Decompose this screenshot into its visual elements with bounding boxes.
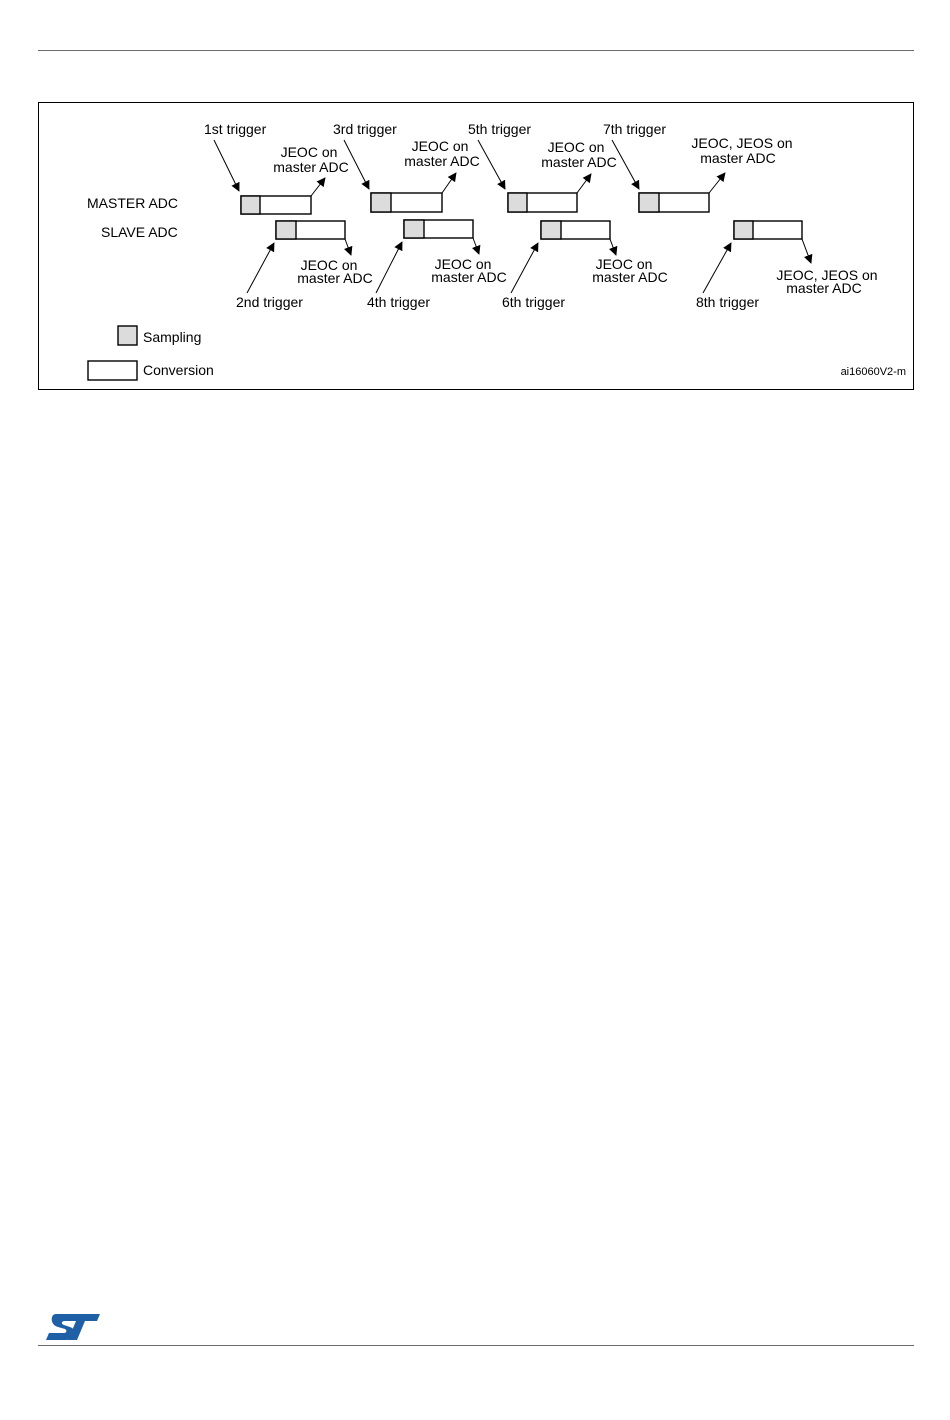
- legend-sampling-swatch: [117, 325, 138, 346]
- sampling-phase: [733, 220, 754, 240]
- legend-conversion-swatch: [87, 360, 138, 381]
- sampling-phase: [240, 195, 261, 215]
- slave-event-4-line1: JEOC, JEOS on: [776, 267, 877, 283]
- trigger-arrow-4: [375, 241, 403, 294]
- trigger-arrow-2: [246, 242, 275, 294]
- sampling-phase: [403, 219, 425, 239]
- master-event-arrow-4: [708, 172, 726, 194]
- master-event-arrow-1: [310, 177, 326, 197]
- trigger-label-2: 2nd trigger: [236, 294, 303, 310]
- slave-block-1: [275, 220, 346, 240]
- slave-event-2-line2: master ADC: [431, 269, 506, 285]
- master-event-arrow-3: [576, 173, 592, 194]
- master-event-arrow-2: [441, 172, 457, 194]
- master-event-1-line1: JEOC on: [281, 144, 338, 160]
- dual-adc-timing-diagram: MASTER ADC SLAVE ADC: [38, 102, 914, 390]
- slave-event-2-line1: JEOC on: [435, 256, 492, 272]
- legend-conversion-label: Conversion: [143, 362, 214, 378]
- slave-event-3-line2: master ADC: [592, 269, 667, 285]
- master-event-1-line2: master ADC: [273, 159, 348, 175]
- trigger-arrow-3: [343, 139, 370, 190]
- master-event-2-line2: master ADC: [404, 153, 479, 169]
- timing-diagram-svg: MASTER ADC SLAVE ADC: [87, 121, 906, 381]
- trigger-arrow-6: [510, 242, 539, 294]
- trigger-arrow-7: [611, 139, 640, 190]
- slave-block-2: [403, 219, 474, 239]
- trigger-arrow-5: [477, 139, 506, 190]
- sampling-phase: [507, 192, 528, 213]
- slave-event-1-line1: JEOC on: [301, 257, 358, 273]
- slave-event-arrow-1: [343, 238, 353, 256]
- figure-code: ai16060V2-m: [841, 366, 906, 378]
- slave-block-3: [540, 220, 611, 240]
- st-logo-icon: [44, 1312, 102, 1347]
- trigger-label-4: 4th trigger: [367, 294, 430, 310]
- trigger-label-5: 5th trigger: [468, 121, 531, 137]
- trigger-label-3: 3rd trigger: [333, 121, 397, 137]
- master-event-4-line2: master ADC: [700, 150, 775, 166]
- master-block-4: [638, 192, 710, 213]
- master-block-2: [370, 192, 443, 213]
- master-event-4-line1: JEOC, JEOS on: [691, 135, 792, 151]
- slave-block-4: [733, 220, 803, 240]
- sampling-phase: [540, 220, 562, 240]
- master-event-3-line2: master ADC: [541, 154, 616, 170]
- slave-event-arrow-3: [608, 238, 618, 256]
- legend-sampling-label: Sampling: [143, 329, 201, 345]
- master-block-3: [507, 192, 578, 213]
- slave-event-arrow-4: [801, 238, 813, 264]
- sampling-phase: [638, 192, 660, 213]
- sampling-phase: [275, 220, 297, 240]
- master-adc-label: MASTER ADC: [87, 195, 178, 211]
- slave-event-arrow-2: [471, 237, 481, 255]
- trigger-label-1: 1st trigger: [204, 121, 267, 137]
- slave-event-4-line2: master ADC: [786, 280, 861, 296]
- trigger-arrow-8: [702, 242, 732, 294]
- trigger-label-8: 8th trigger: [696, 294, 759, 310]
- footer-rule: [38, 1345, 914, 1346]
- sampling-phase: [370, 192, 392, 213]
- master-event-2-line1: JEOC on: [412, 138, 469, 154]
- header-rule: [38, 50, 914, 51]
- trigger-arrow-1: [213, 139, 240, 192]
- slave-adc-label: SLAVE ADC: [101, 224, 178, 240]
- master-block-1: [240, 195, 312, 215]
- slave-event-1-line2: master ADC: [297, 270, 372, 286]
- trigger-label-7: 7th trigger: [603, 121, 666, 137]
- slave-event-3-line1: JEOC on: [596, 256, 653, 272]
- master-event-3-line1: JEOC on: [548, 139, 605, 155]
- trigger-label-6: 6th trigger: [502, 294, 565, 310]
